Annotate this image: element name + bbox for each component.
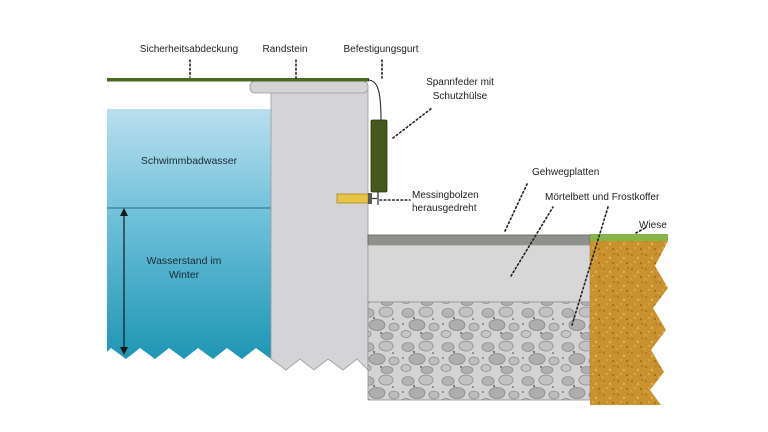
- label-curb-stone: Randstein: [262, 44, 307, 55]
- curb-stone: [270, 89, 369, 371]
- label-spring-line1: Spannfeder mit: [426, 77, 494, 88]
- label-brass-bolt-line1: Messingbolzen: [412, 190, 479, 201]
- label-mortar-bed: Mörtelbett und Frostkoffer: [545, 192, 660, 203]
- paving-slabs: [367, 234, 591, 246]
- label-pool-water: Schwimmbadwasser: [141, 155, 238, 167]
- label-winter-level-line1: Wasserstand im: [147, 255, 222, 267]
- label-paving-slabs: Gehwegplatten: [532, 167, 599, 178]
- label-brass-bolt-line2: herausgedreht: [412, 203, 477, 214]
- curb-lip: [249, 80, 369, 94]
- soil: [590, 241, 668, 405]
- leader-lines: [189, 59, 648, 326]
- lawn-strip: [590, 234, 668, 241]
- tension-spring: [370, 119, 388, 193]
- frost-gravel: [367, 301, 591, 401]
- label-safety-cover: Sicherheitsabdeckung: [140, 44, 238, 55]
- fastening-strap: [367, 79, 382, 121]
- brass-bolt: [336, 193, 369, 204]
- label-winter-level-line2: Winter: [169, 269, 200, 281]
- label-spring-line2: Schutzhülse: [433, 91, 488, 102]
- pool-water: [107, 109, 271, 359]
- safety-cover: [107, 78, 369, 82]
- label-lawn: Wiese: [639, 220, 667, 231]
- label-fastening-strap: Befestigungsgurt: [343, 44, 418, 55]
- bolt-head: [368, 193, 372, 204]
- mortar-bed: [367, 244, 591, 303]
- winter-level-arrow: [120, 208, 128, 355]
